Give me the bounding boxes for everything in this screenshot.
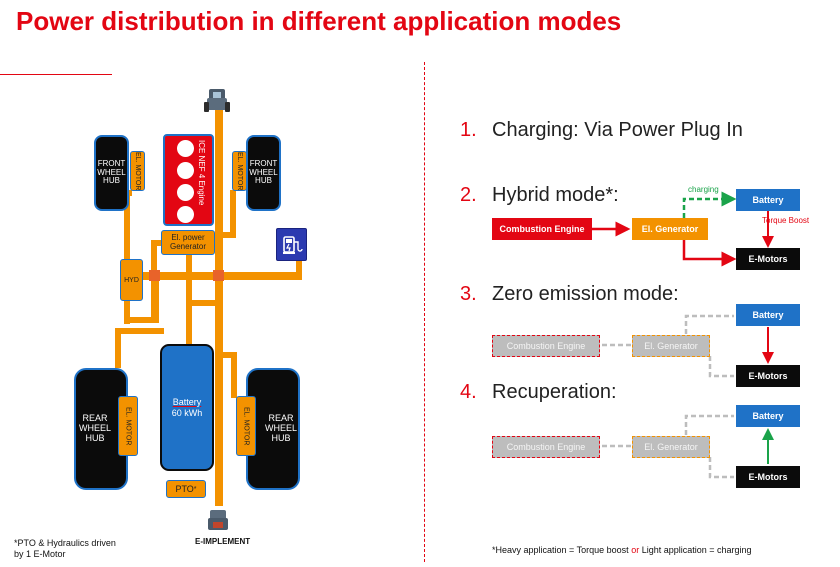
mode-item: 1.Charging: Via Power Plug In <box>460 119 743 141</box>
rear-motor-left: EL. MOTOR <box>118 396 138 456</box>
battery-box: Battery <box>736 189 800 211</box>
battery-box: Battery <box>736 304 800 326</box>
power-line <box>215 352 237 358</box>
e-motors-box: E-Motors <box>736 365 800 387</box>
hydraulics-unit: HYD <box>120 259 143 301</box>
power-generator: El. power Generator <box>161 230 215 255</box>
power-line <box>186 300 220 306</box>
power-line <box>115 328 121 368</box>
power-line <box>231 352 237 398</box>
power-line <box>230 190 236 238</box>
ice-engine: ICE NEF 4 Engine <box>163 134 214 226</box>
implement-label: E-IMPLEMENT <box>195 537 251 546</box>
tractor-icon <box>204 89 230 112</box>
e-motors-box: E-Motors <box>736 248 800 270</box>
mode-item: 2.Hybrid mode*: <box>460 184 619 206</box>
front-motor-left: EL. MOTOR <box>130 151 145 191</box>
power-line <box>115 328 164 334</box>
battery-title: Battery <box>172 396 202 407</box>
front-motor-right: EL. MOTOR <box>232 151 247 191</box>
battery-capacity: 60 kWh <box>171 407 203 418</box>
junction <box>149 270 160 281</box>
rear-motor-right: EL. MOTOR <box>236 396 256 456</box>
pto-unit: PTO* <box>166 480 206 498</box>
combustion-engine-box: Combustion Engine <box>492 436 600 458</box>
mode-item: 3.Zero emission mode: <box>460 283 679 305</box>
right-footnote: *Heavy application = Torque boost or Lig… <box>492 545 752 555</box>
power-line <box>124 190 130 324</box>
e-motors-box: E-Motors <box>736 466 800 488</box>
junction <box>213 270 224 281</box>
el-generator-box: El. Generator <box>632 218 708 240</box>
page-title: Power distribution in different applicat… <box>16 6 622 36</box>
panel-divider <box>424 62 425 562</box>
main-battery: Battery 60 kWh <box>160 344 214 471</box>
charging-label: charging <box>688 185 719 194</box>
charging-plug <box>276 228 307 261</box>
engine-cylinder <box>177 162 194 179</box>
combustion-engine-box: Combustion Engine <box>492 218 592 240</box>
battery-box: Battery <box>736 405 800 427</box>
engine-cylinder <box>177 206 194 223</box>
mode-item: 4.Recuperation: <box>460 381 617 403</box>
torque-boost-label: Torque Boost <box>762 216 810 225</box>
power-line <box>151 240 163 246</box>
engine-cylinder <box>177 184 194 201</box>
power-line <box>151 272 159 322</box>
power-line <box>124 317 159 323</box>
el-generator-box: El. Generator <box>632 436 710 458</box>
combustion-engine-box: Combustion Engine <box>492 335 600 357</box>
power-line <box>215 232 235 238</box>
left-footnote: *PTO & Hydraulics driven by 1 E-Motor <box>14 538 116 559</box>
charging-plug-icon <box>282 235 303 254</box>
implement-icon <box>208 510 228 530</box>
power-line <box>296 248 302 278</box>
front-wheel-hub-right: FRONT WHEEL HUB <box>246 135 281 211</box>
power-line <box>151 240 157 278</box>
title-underline <box>0 74 112 75</box>
front-wheel-hub-left: FRONT WHEEL HUB <box>94 135 129 211</box>
engine-label: ICE NEF 4 Engine <box>197 140 206 206</box>
el-generator-box: El. Generator <box>632 335 710 357</box>
engine-cylinder <box>177 140 194 157</box>
